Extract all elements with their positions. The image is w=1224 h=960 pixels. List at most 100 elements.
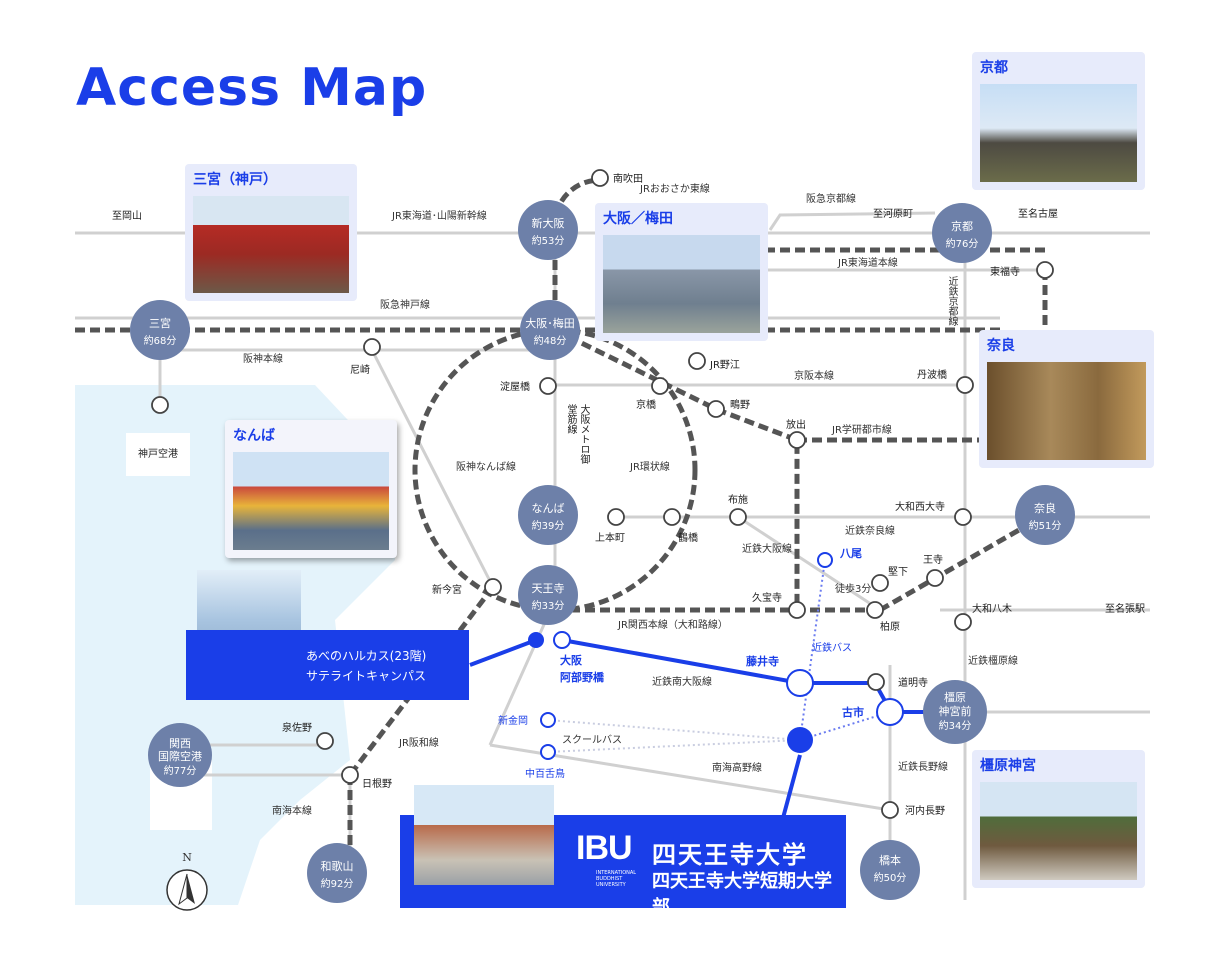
station-furuichi <box>876 698 904 726</box>
label-oji: 王寺 <box>923 554 943 566</box>
label-kobe-airport: 神戸空港 <box>138 447 178 460</box>
hub-nara-name: 奈良 <box>1034 501 1056 515</box>
label-to-kawaramachi: 至河原町 <box>873 208 913 220</box>
label-yao: 八尾 <box>839 547 862 560</box>
hub-shin-osaka-name: 新大阪 <box>532 216 565 230</box>
label-hineno: 日根野 <box>362 777 392 790</box>
label-kashiwara: 柏原 <box>880 620 900 633</box>
photo-card-nara: 奈良 <box>979 330 1154 468</box>
hub-hashimoto-name: 橋本 <box>879 853 901 867</box>
photo-card-sannomiya-caption: 三宮（神戸） <box>193 172 277 188</box>
ibu-logo-subtitle: INTERNATIONAL BUDDHIST UNIVERSITY <box>596 870 637 888</box>
compass-north-label: N <box>182 851 192 864</box>
ibu-campus-box: IBU INTERNATIONAL BUDDHIST UNIVERSITY 四天… <box>400 785 846 918</box>
photo-card-namba-caption: なんば <box>233 428 275 444</box>
line-hankyu-kyoto: 阪急京都線 <box>806 192 856 205</box>
kobe-airport-island <box>126 433 190 476</box>
label-fuse: 布施 <box>728 493 748 506</box>
hub-tennoji-name: 天王寺 <box>532 582 565 595</box>
label-shinkanaoka: 新金岡 <box>498 714 528 727</box>
label-jr-noe: JR野江 <box>709 359 740 371</box>
label-tambabashi: 丹波橋 <box>917 368 947 381</box>
label-domyoji: 道明寺 <box>898 676 928 689</box>
line-kintetsu-kyoto: 近鉄京都線 <box>946 276 957 326</box>
hub-sannomiya-name: 三宮 <box>149 316 171 330</box>
label-furuichi: 古市 <box>842 705 864 719</box>
label-amagasaki: 尼崎 <box>350 363 370 376</box>
hub-namba-name: なんば <box>532 502 565 515</box>
hub-namba-time: 約39分 <box>532 519 565 532</box>
station-nakamozu <box>540 744 556 760</box>
line-nankai-koya: 南海高野線 <box>712 761 762 774</box>
satellite-campus-line2: サテライトキャンパス <box>306 669 427 683</box>
hub-tennoji-time: 約33分 <box>532 599 565 612</box>
line-jr-gakkentoshi: JR学研都市線 <box>831 423 892 436</box>
label-osaka-abenobashi-1: 大阪 <box>560 653 583 667</box>
hub-kyoto-time: 約76分 <box>946 237 979 250</box>
hub-markers <box>130 200 1075 903</box>
hub-osaka-umeda-time: 約48分 <box>534 334 567 347</box>
line-jr-loop: JR環状線 <box>629 460 670 473</box>
campus-marker-harukas <box>528 632 544 648</box>
line-hankyu-kobe: 阪急神戸線 <box>380 298 430 311</box>
label-kawachinagano: 河内長野 <box>905 804 945 817</box>
hub-wakayama-name: 和歌山 <box>321 859 354 873</box>
photo-kashihara-shrine <box>980 782 1137 880</box>
label-minami-suita: 南吹田 <box>613 172 643 185</box>
photo-kyoto-pagoda <box>980 84 1137 182</box>
label-hanaten: 放出 <box>786 418 806 431</box>
line-kintetsu-osaka: 近鉄大阪線 <box>742 542 792 555</box>
hub-shin-osaka-time: 約53分 <box>532 234 565 247</box>
photo-card-namba: なんば <box>225 420 397 558</box>
photo-sannomiya-gate <box>193 196 349 293</box>
label-tsuruhashi: 鶴橋 <box>678 531 698 544</box>
label-tofukuji: 東福寺 <box>990 265 1020 278</box>
photo-osaka-station <box>603 235 760 333</box>
label-izumisano: 泉佐野 <box>282 721 312 734</box>
hub-sannomiya-time: 約68分 <box>144 334 177 347</box>
label-yodoyabashi: 淀屋橋 <box>500 380 530 393</box>
hub-kansai-airport-name1: 関西 <box>169 737 191 750</box>
line-nankai-main: 南海本線 <box>272 804 312 817</box>
line-jr-tokaido: JR東海道本線 <box>837 256 898 269</box>
label-shigino: 鴫野 <box>730 398 750 411</box>
hub-kansai-airport-time: 約77分 <box>164 764 197 777</box>
label-to-nagoya: 至名古屋 <box>1018 207 1058 220</box>
label-yamato-yagi: 大和八木 <box>972 602 1012 615</box>
label-fujiidera: 藤井寺 <box>746 654 779 668</box>
label-to-okayama: 至岡山 <box>112 210 142 222</box>
ibu-name-junior-college: 四天王寺大学短期大学部 <box>652 871 832 918</box>
label-to-nabari: 至名張駅 <box>1105 602 1145 615</box>
photo-card-sannomiya: 三宮（神戸） <box>185 164 357 301</box>
north-compass: N <box>165 850 209 912</box>
label-nakamozu: 中百舌鳥 <box>525 767 565 780</box>
hub-osaka-umeda-name: 大阪･梅田 <box>525 316 575 330</box>
line-jr-hanwa: JR阪和線 <box>398 736 439 749</box>
station-yao <box>817 552 833 568</box>
photo-nara-daibutsu <box>987 362 1146 460</box>
line-jr-osaka-higashi: JRおおさか東線 <box>639 182 710 195</box>
photo-card-kashihara: 橿原神宮 <box>972 750 1145 888</box>
photo-ibu-campus <box>414 785 554 885</box>
satellite-campus-line1: あべのハルカス(23階) <box>306 649 427 663</box>
line-kintetsu-nagano: 近鉄長野線 <box>898 760 948 773</box>
photo-card-nara-caption: 奈良 <box>987 338 1015 354</box>
photo-card-osaka-umeda-caption: 大阪／梅田 <box>603 211 673 227</box>
line-kintetsu-bus: 近鉄バス <box>812 641 852 654</box>
photo-card-kashihara-caption: 橿原神宮 <box>980 758 1036 774</box>
hub-hashimoto-time: 約50分 <box>874 871 907 884</box>
label-shin-imamiya: 新今宮 <box>432 583 462 596</box>
line-kintetsu-minami-osaka: 近鉄南大阪線 <box>652 675 712 688</box>
label-yamato-saidaiji: 大和西大寺 <box>895 500 945 513</box>
page-title: Access Map <box>76 58 428 118</box>
station-fujiidera <box>786 669 814 697</box>
line-jr-tokaido-sanyo: JR東海道･山陽新幹線 <box>391 209 487 222</box>
line-jr-kansai-main: JR関西本線（大和路線） <box>617 618 728 631</box>
ibu-name-university: 四天王寺大学 <box>652 841 808 869</box>
hub-kashihara-time: 約34分 <box>939 719 972 732</box>
station-osaka-abenobashi <box>553 631 571 649</box>
campus-marker-ibu <box>787 727 813 753</box>
station-shinkanaoka <box>540 712 556 728</box>
label-katashimo: 堅下 <box>888 566 908 578</box>
line-kintetsu-kashihara: 近鉄橿原線 <box>968 654 1018 667</box>
